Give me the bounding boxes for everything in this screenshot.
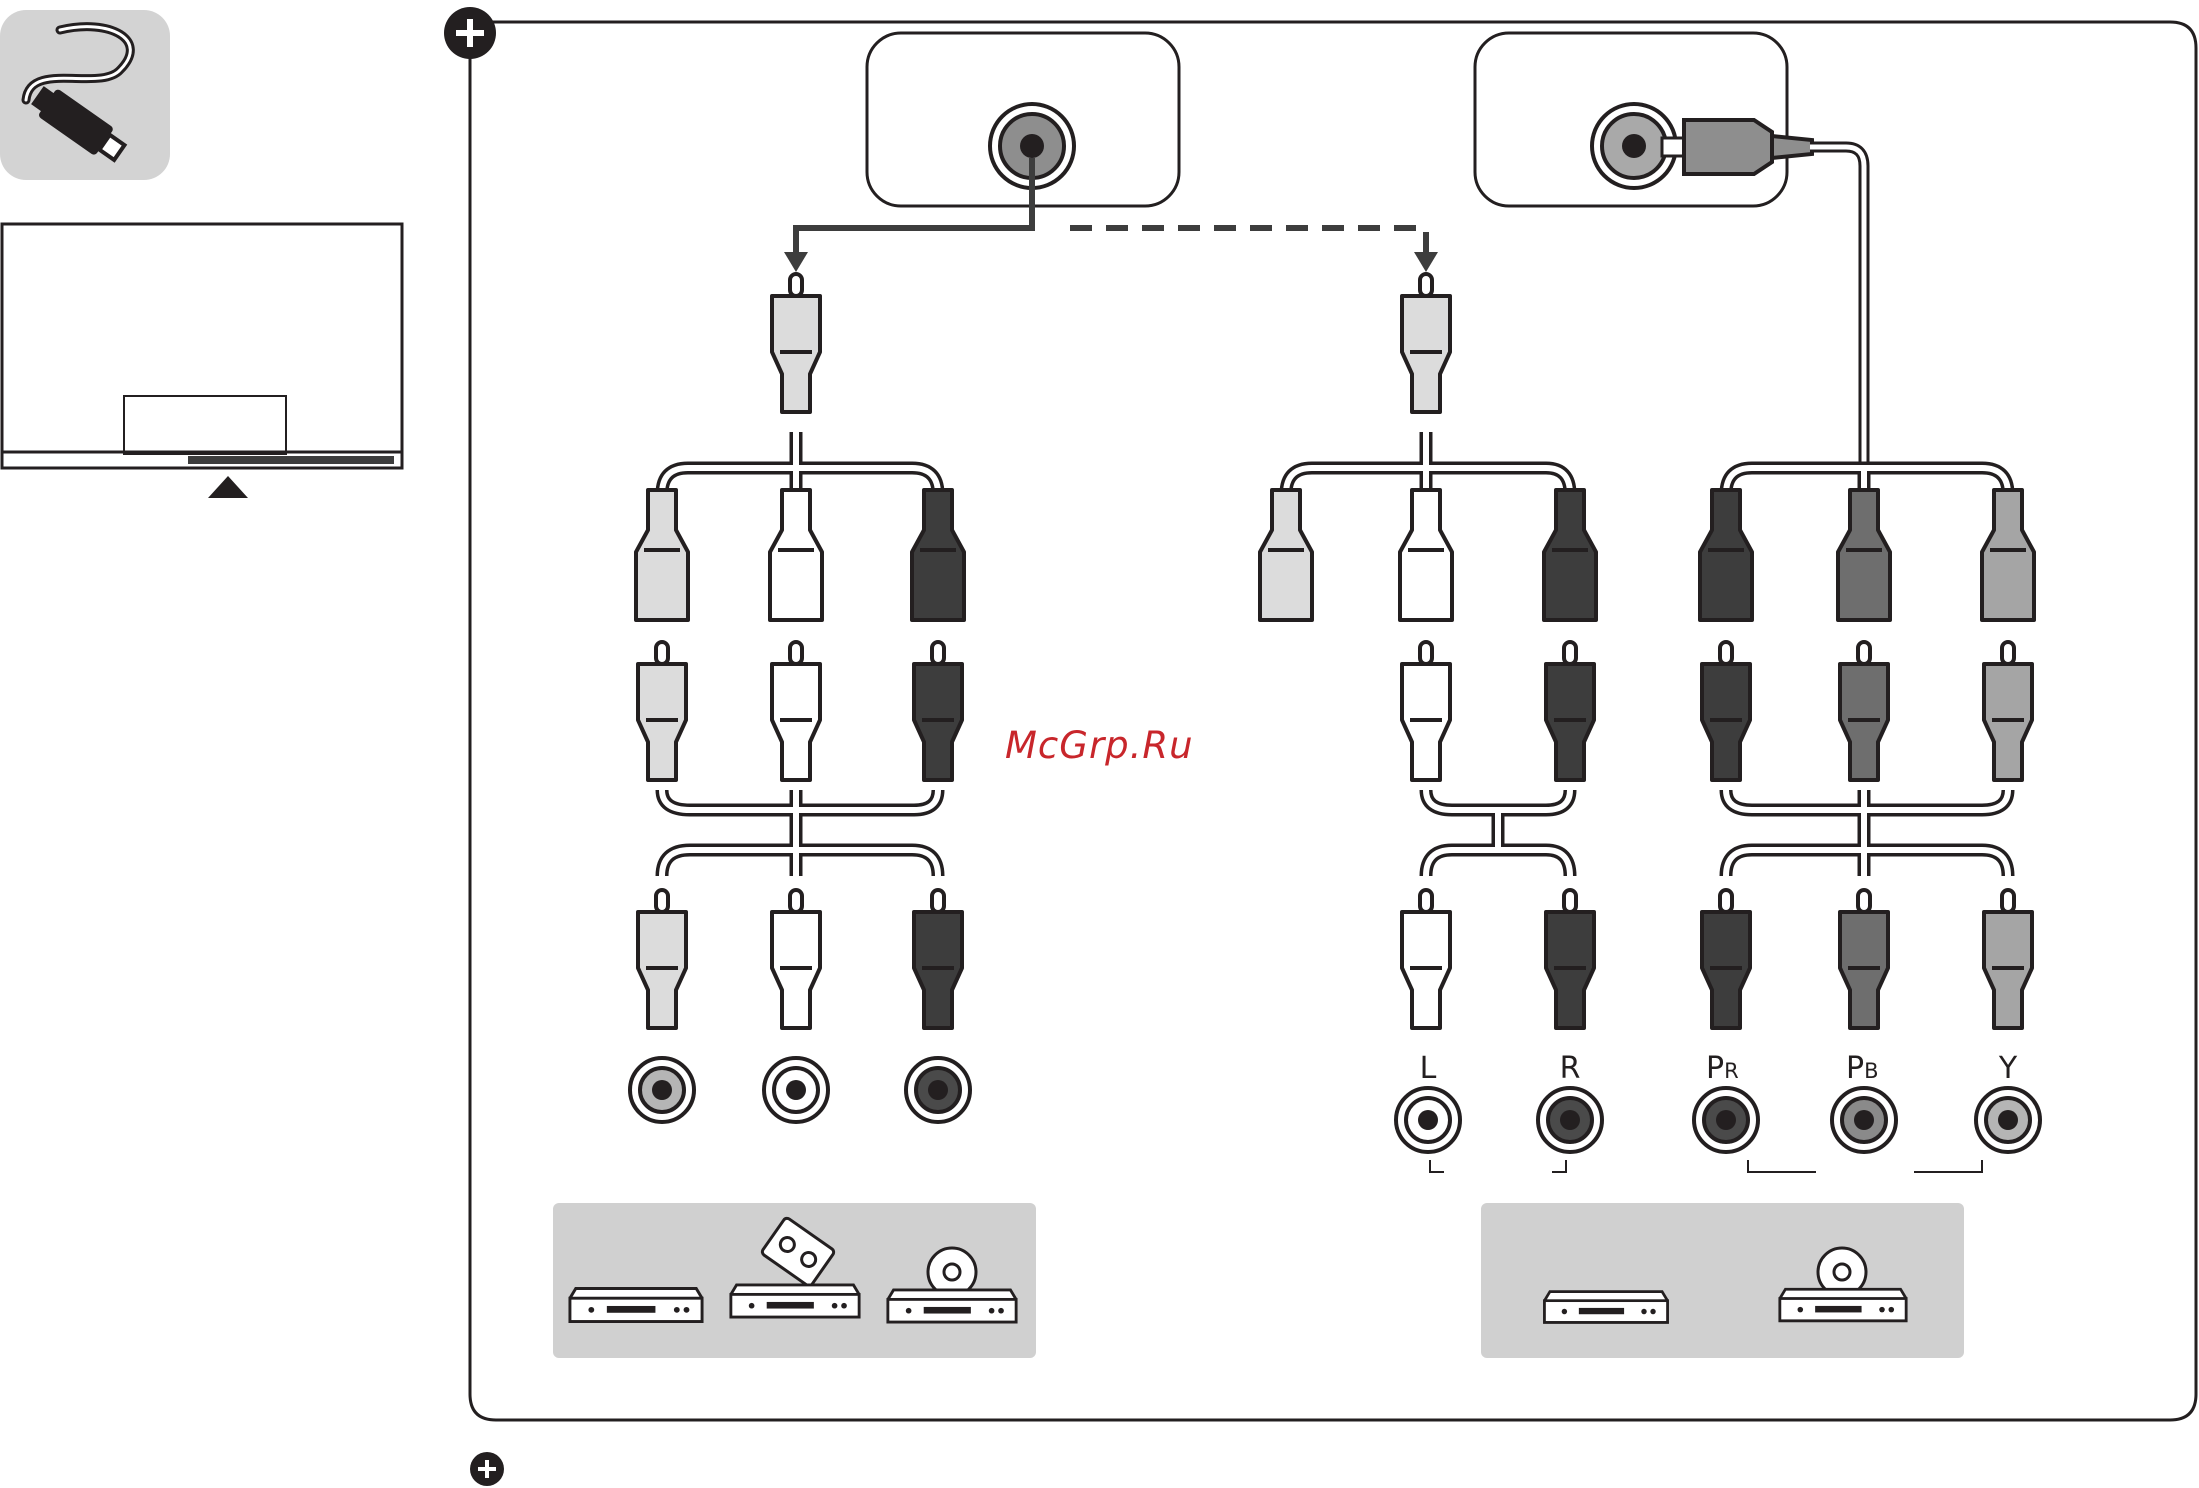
plus-circle-icon [444, 7, 496, 59]
composite-devices-panel [553, 1203, 1036, 1358]
port-label-r: R [1560, 1051, 1581, 1086]
watermark: McGrp.Ru [1005, 724, 1194, 767]
component-cable-right [1694, 468, 2040, 1152]
port-label-l: L [1420, 1051, 1437, 1086]
port-group-brackets [1430, 1160, 1982, 1172]
port-label-y: Y [1998, 1051, 2018, 1086]
tv-av-input-panel [867, 33, 1179, 206]
component-devices-panel [1481, 1203, 1964, 1358]
set-top-box-icon [1544, 1292, 1667, 1323]
port-label-pb: PB [1846, 1051, 1879, 1086]
cable-plug-icon [0, 10, 170, 180]
tv-outline-icon [2, 224, 402, 498]
pointer-triangle-icon [208, 476, 248, 498]
audio-cable-middle [1260, 274, 1602, 1152]
port-label-pr: PR [1706, 1051, 1739, 1086]
plus-circle-icon [470, 1452, 504, 1486]
composite-cable-left [630, 274, 970, 1122]
dvd-player-icon [570, 1288, 702, 1321]
component-cable [1810, 147, 1864, 470]
tv-component-input-panel [1475, 33, 1812, 206]
